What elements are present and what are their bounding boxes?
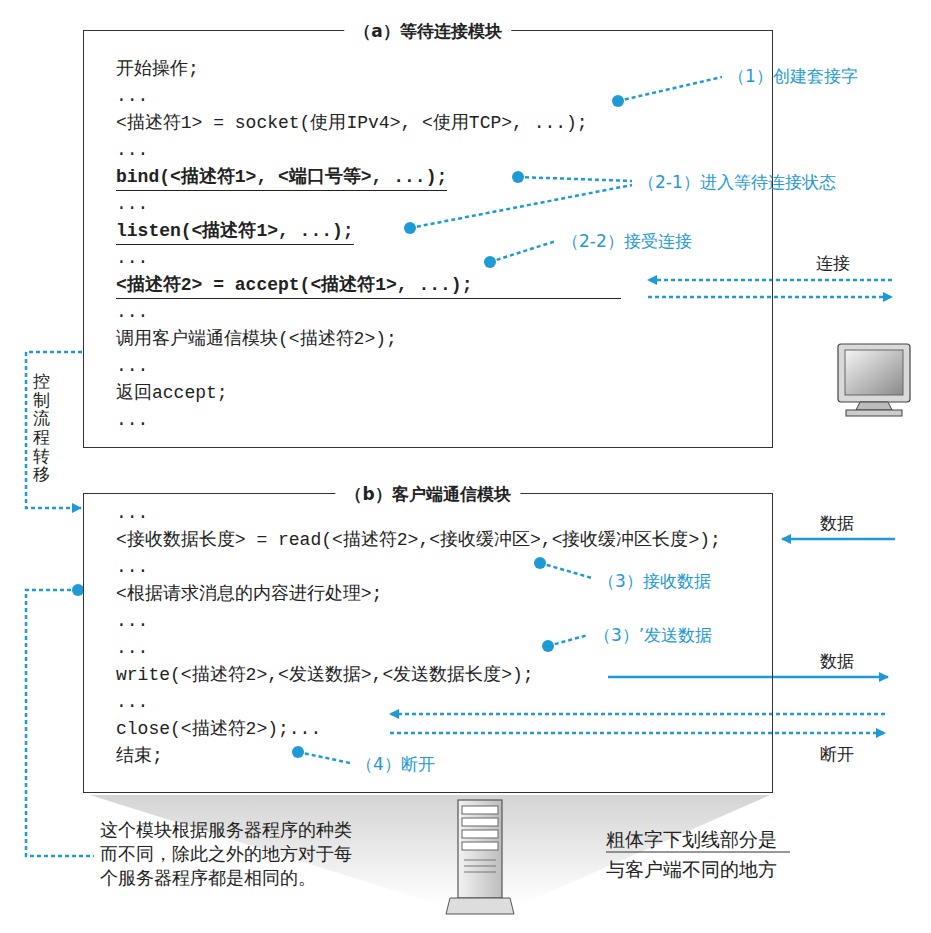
note-underline: [606, 851, 790, 852]
monitor-screen: [845, 350, 903, 395]
code-line: <描述符2> = accept(<描述符1>, ...);: [116, 273, 621, 299]
disconnect-arrow: [390, 732, 885, 735]
disconnect-arrow: [390, 713, 885, 716]
server-body: [458, 800, 502, 898]
code-line: <接收数据长度> = read(<描述符2>,<接收缓冲区>,<接收缓冲区长度>…: [116, 528, 721, 552]
code-line: ...: [116, 246, 148, 270]
code-line: close(<描述符2>);...: [116, 717, 321, 741]
code-line: 开始操作;: [116, 57, 199, 81]
arrow-label: 连接: [816, 251, 850, 275]
leader-line: [298, 752, 350, 763]
note-text: 这个模块根据服务器程序的种类而不同，除此之外的地方对于每个服务器程序都是相同的。: [100, 818, 358, 890]
callout-label: （2-2）接受连接: [562, 229, 692, 253]
server-icon: [446, 800, 514, 914]
code-line: ...: [116, 555, 148, 579]
connect-arrow: [648, 296, 892, 299]
monitor-case: [838, 344, 910, 402]
code-line: 结束;: [116, 744, 163, 768]
code-line: ...: [116, 690, 148, 714]
data-in-arrow: [782, 538, 895, 541]
monitor-neck: [856, 402, 892, 410]
code-line: listen(<描述符1>, ...);: [116, 219, 354, 245]
leader-line: [548, 635, 588, 646]
callout-label: （3）’发送数据: [594, 623, 712, 647]
code-line: ...: [116, 138, 148, 162]
code-line: 返回accept;: [116, 381, 228, 405]
module-heading: （a）等待连接模块: [344, 19, 511, 43]
code-line: bind(<描述符1>, <端口号等>, ...);: [116, 165, 447, 191]
monitor-icon: [838, 344, 910, 416]
leader-line: [618, 77, 722, 101]
control-flow-connector: [26, 352, 82, 508]
server-slot: [464, 866, 496, 867]
connect-arrow: [648, 279, 892, 282]
server-bay: [462, 830, 498, 838]
edge-label: 控制流程转移: [33, 372, 50, 484]
server-bay: [462, 842, 498, 850]
code-line: ...: [116, 354, 148, 378]
arrow-label: 断开: [820, 742, 854, 766]
code-line: ...: [116, 192, 148, 216]
code-line: ...: [116, 300, 148, 324]
leader-lines: [26, 77, 722, 856]
code-line: ...: [116, 636, 148, 660]
server-bay: [462, 818, 498, 826]
server-slot: [464, 872, 496, 873]
data-out-arrow: [608, 676, 888, 679]
arrow-label: 数据: [820, 649, 854, 673]
callout-label: （1）创建套接字: [728, 64, 858, 88]
callout-label: （4）断开: [356, 752, 435, 776]
code-line: ...: [116, 408, 148, 432]
callout-label: （2-1）进入等待连接状态: [638, 170, 836, 194]
code-line: ...: [116, 609, 148, 633]
server-base: [446, 898, 514, 914]
leader-line: [540, 563, 592, 578]
leader-line: [410, 185, 632, 228]
note-text: 粗体字下划线部分是与客户端不同的地方: [606, 824, 782, 884]
callout-dots: [72, 95, 624, 758]
arrow-label: 数据: [820, 511, 854, 535]
code-line: ...: [116, 501, 148, 525]
code-line: <根据请求消息的内容进行处理>;: [116, 582, 382, 606]
server-slot: [464, 860, 496, 861]
monitor-stand: [846, 410, 902, 416]
code-line: ...: [116, 84, 148, 108]
module-heading: （b）客户端通信模块: [335, 482, 520, 506]
server-bay: [462, 806, 498, 814]
code-line: write(<描述符2>,<发送数据>,<发送数据长度>);: [116, 663, 534, 687]
callout-label: （3）接收数据: [598, 569, 711, 593]
leader-line: [490, 241, 556, 262]
code-line: 调用客户端通信模块(<描述符2>);: [116, 327, 397, 351]
leader-line: [518, 177, 632, 181]
code-line: <描述符1> = socket(使用IPv4>, <使用TCP>, ...);: [116, 111, 588, 135]
